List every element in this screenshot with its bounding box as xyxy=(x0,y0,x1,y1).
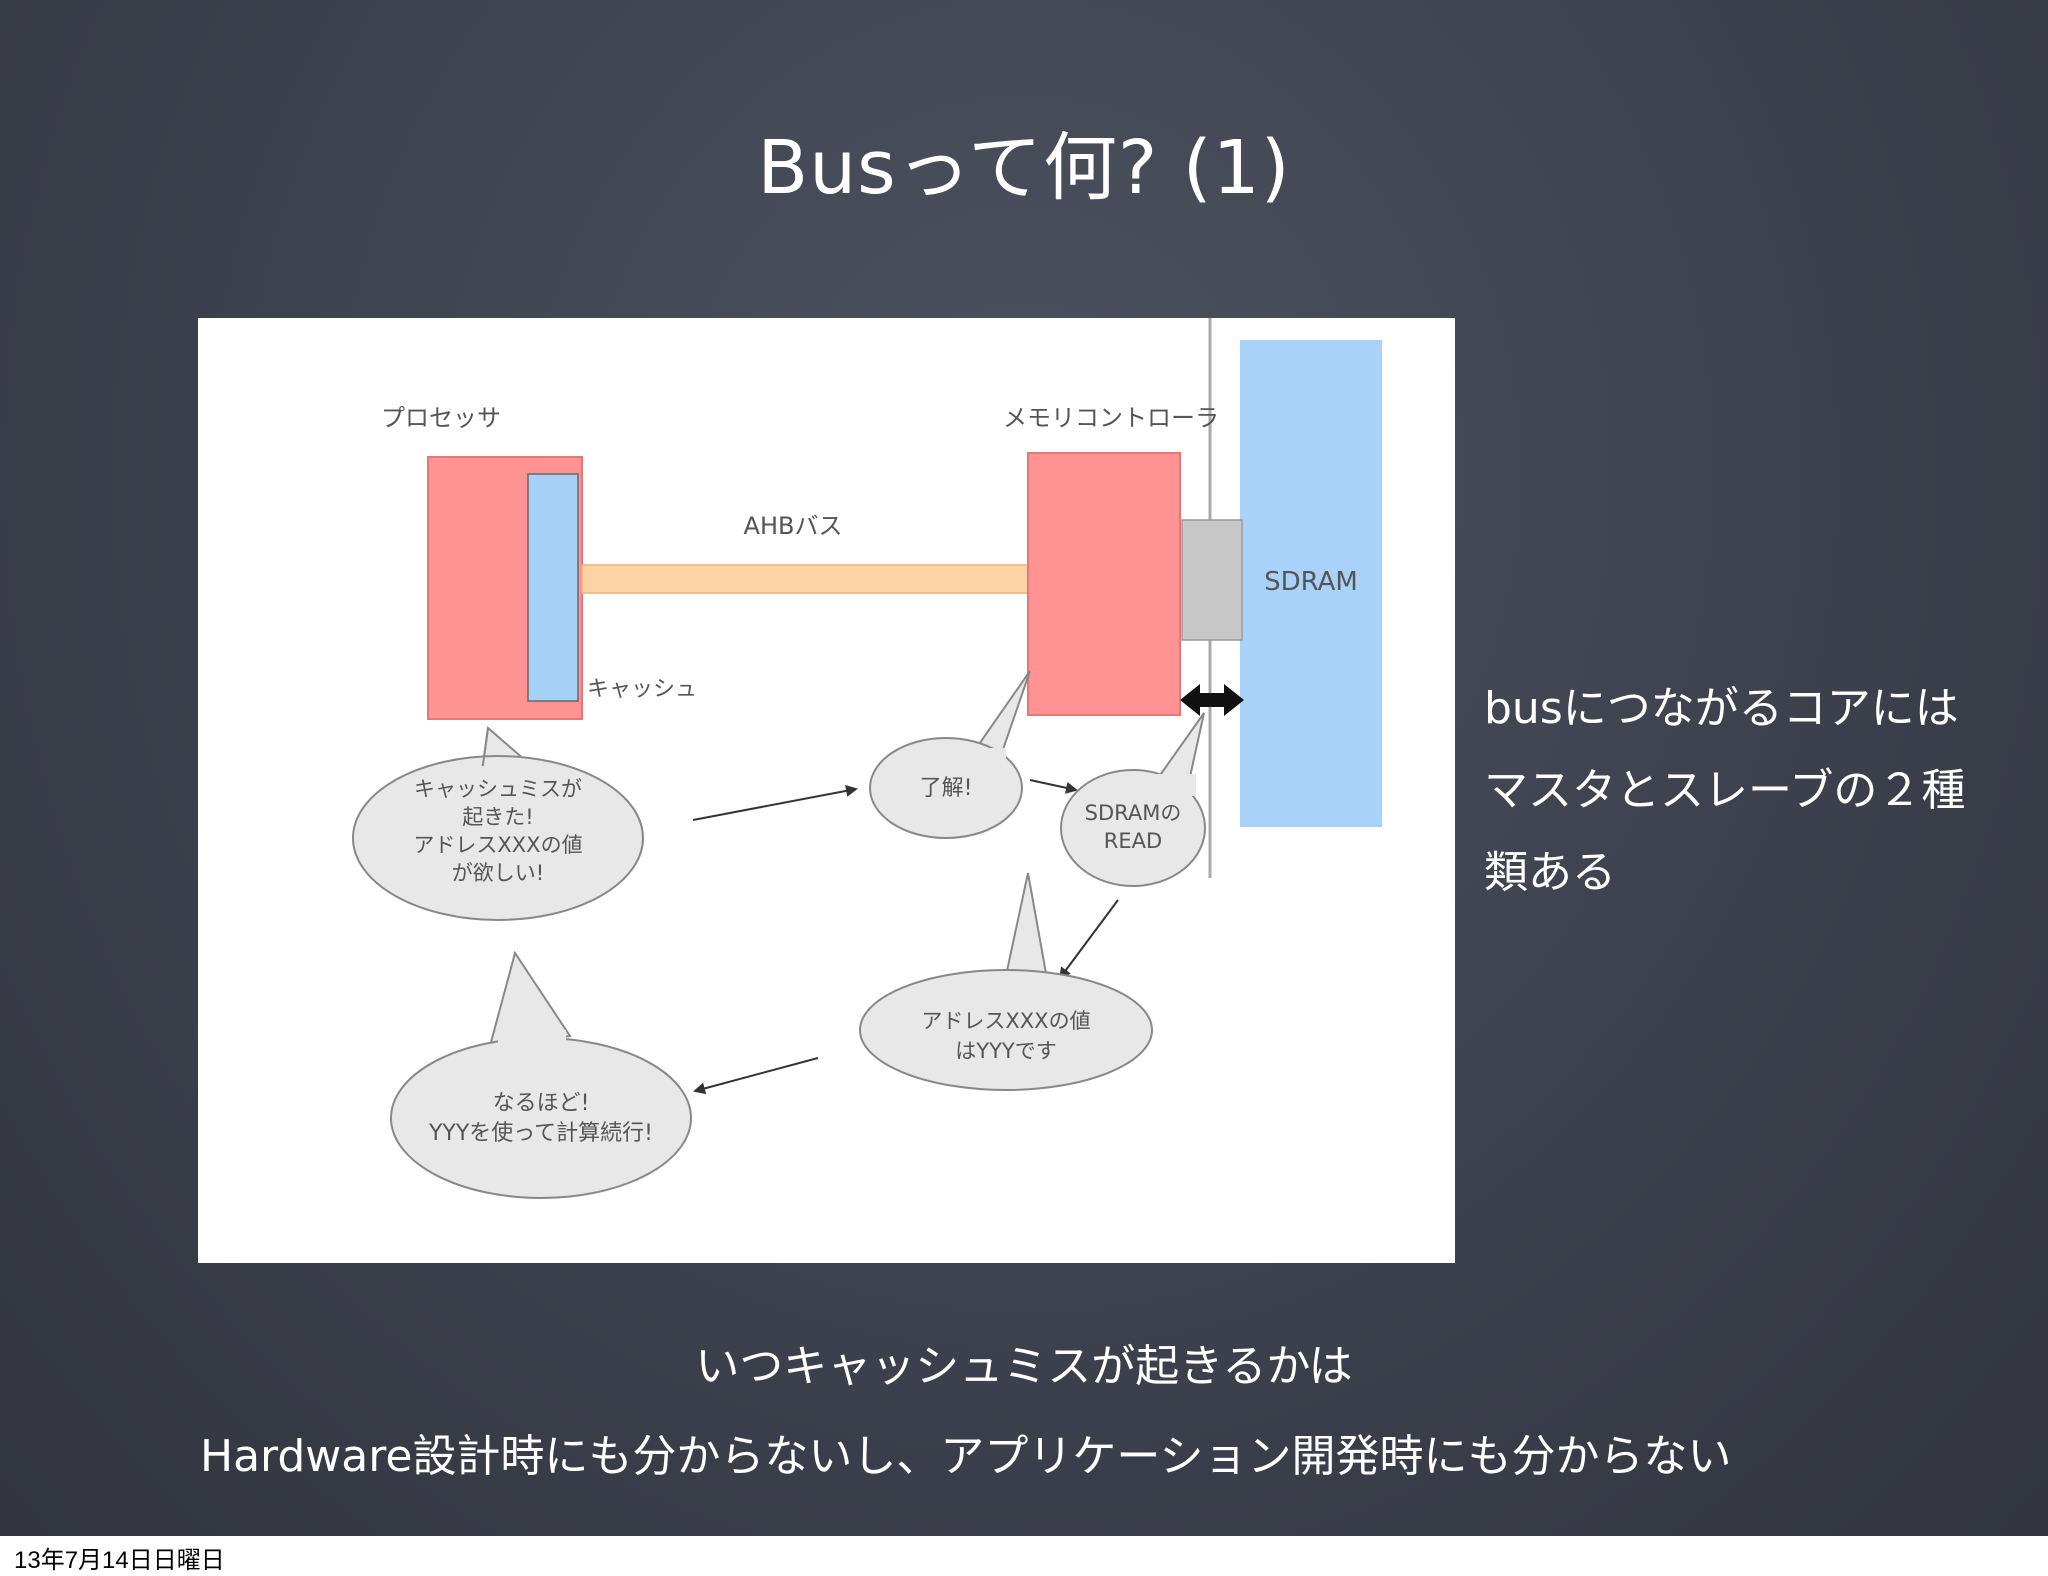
bubble-ok: なるほど! YYYを使って計算続行! xyxy=(390,950,692,1199)
bubble-value: アドレスXXXの値 はYYYです xyxy=(859,872,1153,1091)
footer-bar: 13年7月14日日曜日 xyxy=(0,1536,2048,1576)
double-arrow xyxy=(1180,684,1244,716)
side-note: busにつながるコアには マスタとスレーブの２種 類ある xyxy=(1484,668,2044,914)
bubble-read-line2: READ xyxy=(1104,829,1162,853)
sdram-connector xyxy=(1181,519,1243,641)
bus-label: AHBバス xyxy=(744,512,843,540)
bubble-cache-miss-line4: が欲しい! xyxy=(452,861,544,885)
bubble-ok-line2: YYYを使って計算続行! xyxy=(428,1121,653,1146)
slide-title: Busって何? (1) xyxy=(757,125,1291,211)
memctrl-block xyxy=(1027,452,1181,716)
bubble-read: SDRAMの READ xyxy=(1060,712,1206,887)
cache-block xyxy=(527,473,579,702)
ahb-bus xyxy=(581,564,1029,594)
processor-label: プロセッサ xyxy=(381,404,501,432)
bubble-ack: 了解! xyxy=(869,670,1031,839)
sdram-label: SDRAM xyxy=(1264,567,1358,597)
side-note-line: マスタとスレーブの２種 xyxy=(1484,765,1966,816)
bubble-ok-line1: なるほど! xyxy=(493,1091,590,1116)
arrow-ack-to-read xyxy=(1029,779,1078,794)
bubble-value-line2: はYYYです xyxy=(955,1039,1056,1063)
bubble-value-line1: アドレスXXXの値 xyxy=(921,1009,1090,1033)
arrow-value-to-ok xyxy=(693,1057,819,1095)
bubble-cache-miss-line1: キャッシュミスが xyxy=(414,777,582,801)
bus-diagram-svg: SDRAM プロセッサ キャッシュ AHBバス メモリコントローラ キャッシュミ… xyxy=(352,318,1382,1199)
bubble-cache-miss: キャッシュミスが 起きた! アドレスXXXの値 が欲しい! xyxy=(352,726,644,921)
bubble-cache-miss-line2: 起きた! xyxy=(462,805,533,829)
footer-date: 13年7月14日日曜日 xyxy=(14,1547,225,1574)
bottom-caption-line1: いつキャッシュミスが起きるかは xyxy=(695,1341,1353,1392)
arrow-miss-to-ack xyxy=(692,784,858,821)
side-note-line: busにつながるコアには xyxy=(1484,683,1959,734)
sdram-block xyxy=(1240,340,1382,827)
bubble-ack-text: 了解! xyxy=(920,776,973,801)
memctrl-label: メモリコントローラ xyxy=(1003,404,1219,432)
bus-diagram: SDRAM プロセッサ キャッシュ AHBバス メモリコントローラ キャッシュミ… xyxy=(198,318,1455,1263)
bubble-read-line1: SDRAMの xyxy=(1085,801,1182,825)
side-note-line: 類ある xyxy=(1484,847,1616,898)
cache-label: キャッシュ xyxy=(587,677,697,702)
arrow-read-to-value xyxy=(1058,899,1119,980)
bottom-caption-line2: Hardware設計時にも分からないし、アプリケーション開発時にも分からない xyxy=(200,1431,1732,1482)
bubble-cache-miss-line3: アドレスXXXの値 xyxy=(413,833,582,857)
